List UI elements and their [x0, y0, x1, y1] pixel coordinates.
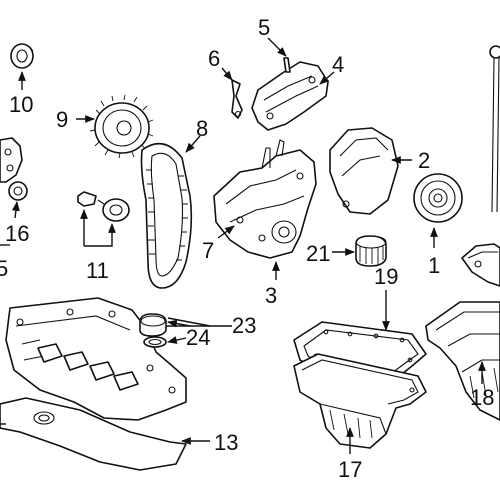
- coil-pack-1: [37, 343, 139, 391]
- part-11-tensioner: [77, 191, 130, 222]
- part-10-plug: [10, 43, 34, 69]
- callout-17: 17: [338, 457, 362, 482]
- callout-18: 18: [470, 385, 494, 410]
- part-16-seal: [8, 181, 28, 201]
- part-1-crank-pulley: [413, 173, 463, 223]
- callout-24: 24: [186, 325, 210, 350]
- callout-3: 3: [265, 283, 277, 308]
- callout-1: 1: [428, 253, 440, 278]
- callout-7: 7: [202, 238, 214, 263]
- callout-4: 4: [332, 52, 344, 77]
- part-21-oil-filter: [355, 235, 387, 267]
- part-4-upper-timing-cover: [251, 57, 329, 131]
- callout-16: 16: [5, 221, 29, 246]
- part-6-bracket: [231, 79, 243, 119]
- callout-9: 9: [56, 107, 68, 132]
- callout-5: 5: [258, 15, 270, 40]
- callout-8: 8: [196, 116, 208, 141]
- part-dipstick: [489, 45, 500, 213]
- part-23-oil-cap: [139, 313, 167, 337]
- callout-11: 11: [86, 258, 109, 283]
- part-18-oil-pan: [425, 301, 500, 421]
- part-8-timing-belt: [140, 142, 193, 289]
- callout-19: 19: [374, 264, 398, 289]
- part-24-cap-seal: [143, 336, 167, 348]
- callout-13: 13: [214, 430, 238, 455]
- callout-10: 10: [9, 92, 33, 117]
- callout-6: 6: [208, 46, 220, 71]
- callout-5-left: 5: [0, 256, 8, 281]
- part-3-timing-housing: [213, 139, 317, 259]
- part-oil-pump: [461, 243, 500, 287]
- part-2-lower-timing-cover: [329, 127, 399, 215]
- part-17-oil-pan: [293, 353, 427, 449]
- callout-23: 23: [232, 313, 256, 338]
- callout-21: 21: [306, 241, 330, 266]
- part-5-left-assembly: [0, 137, 23, 183]
- part-13-valve-cover-gasket: [0, 397, 187, 471]
- part-9-cam-pulley: [89, 94, 154, 159]
- callout-2: 2: [418, 148, 430, 173]
